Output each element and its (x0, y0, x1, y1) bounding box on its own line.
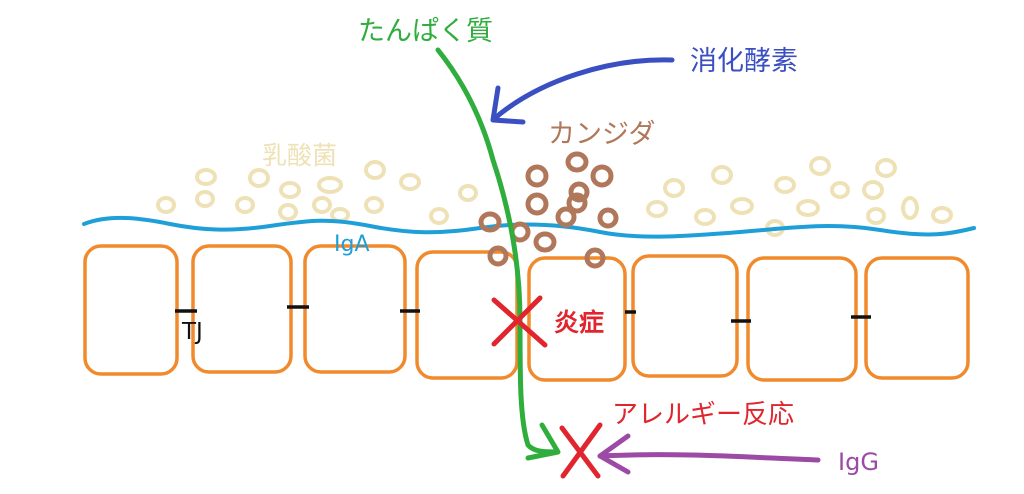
candida-cell (590, 164, 614, 188)
enzyme-arrow (492, 57, 675, 121)
epithelial-cell (631, 254, 739, 378)
bacterium (458, 184, 478, 202)
bacterium (875, 158, 897, 178)
bacterium (279, 181, 301, 199)
bacterium (248, 168, 270, 188)
epithelial-cell (415, 250, 519, 380)
candida-cell (533, 231, 557, 253)
bacterium (317, 176, 343, 194)
allergy-block-mark (559, 422, 603, 479)
epithelial-cell (864, 256, 970, 380)
bacterium (866, 207, 886, 225)
bacterium (646, 200, 668, 218)
bacterium (235, 196, 255, 214)
bacterium (195, 168, 217, 186)
candida-cell (568, 181, 590, 203)
bacterium (694, 208, 716, 226)
bacterium (730, 197, 754, 215)
bacterium (796, 199, 820, 217)
digestive-enzyme-label: 消化酵素 (690, 46, 798, 77)
bacterium (711, 165, 733, 185)
candida-cell (565, 151, 589, 173)
bacterium (862, 180, 884, 200)
epithelial-cell (527, 256, 627, 382)
protein-arrow (435, 47, 559, 455)
bacterium (278, 203, 298, 221)
epithelial-cell (303, 244, 407, 374)
bacterium (156, 196, 176, 214)
lactic-acid-bacteria (156, 156, 953, 237)
candida-cell (555, 206, 577, 228)
bacterium (364, 160, 386, 180)
protein-arrowhead (525, 422, 561, 461)
bacterium (774, 176, 796, 194)
candida-cell (566, 192, 588, 214)
iga-label: IgA (334, 232, 370, 257)
igg-arrow (597, 452, 821, 463)
bacterium (931, 206, 953, 224)
bacterium (429, 207, 449, 225)
bacterium (830, 181, 850, 199)
candida-label: カンジダ (548, 119, 656, 150)
candida-cells (478, 151, 619, 269)
candida-cell (525, 164, 549, 188)
inflammation-mark (491, 295, 548, 348)
bacterium (312, 196, 332, 214)
bacterium (809, 156, 831, 176)
candida-cell (525, 192, 549, 216)
tight-junction-label: TJ (182, 319, 203, 345)
bacterium (901, 196, 919, 220)
bacterium (399, 173, 421, 191)
candida-cell (597, 207, 619, 229)
tight-junctions (175, 305, 871, 323)
epithelial-cell (83, 244, 179, 376)
igg-arrowhead (597, 433, 631, 475)
epithelial-cell (191, 244, 293, 374)
candida-cell (487, 245, 509, 267)
epithelial-cell (746, 256, 858, 382)
igg-label: IgG (838, 448, 879, 476)
bacterium (195, 190, 215, 208)
protein-label: たんぱく質 (358, 16, 493, 47)
bacterium (663, 178, 685, 198)
candida-cell (478, 211, 502, 233)
enzyme-arrowhead (490, 85, 526, 125)
lactic-acid-bacteria-label: 乳酸菌 (262, 141, 338, 170)
inflammation-label: 炎症 (554, 308, 605, 337)
candida-cell (584, 247, 606, 269)
allergic-reaction-label: アレルギー反応 (612, 400, 795, 430)
bacterium (364, 196, 384, 214)
